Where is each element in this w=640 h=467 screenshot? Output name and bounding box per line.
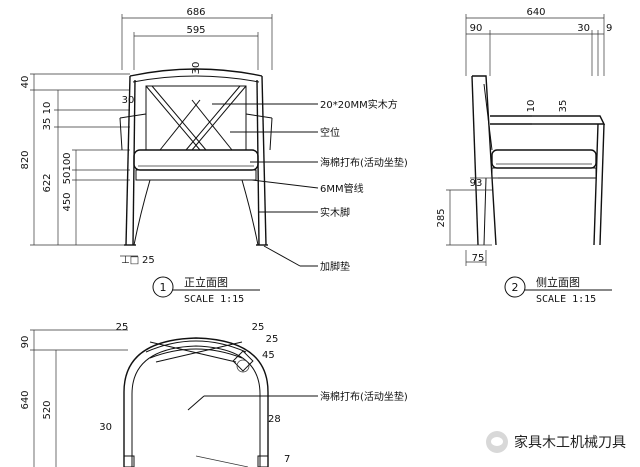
callout-gap: 空位 [320,126,340,139]
dim-30-plan: 30 [99,422,112,433]
callout-cushion: 海棉打布(活动坐垫) [320,156,408,169]
plan-callout-cushion: 海棉打布(活动坐垫) [320,390,408,403]
callout-wood: 20*20MM实木方 [320,98,398,111]
dim-25: 25 [142,255,155,266]
dim-450: 450 [62,192,73,211]
dim-285: 285 [436,208,447,227]
dim-28: 28 [268,414,281,425]
dim-640-side: 640 [526,7,545,18]
dim-25-plan-b: 25 [252,322,265,333]
view-number-circle-2 [504,276,526,298]
dim-622: 622 [42,173,53,192]
dim-90-plan: 90 [20,336,31,349]
dim-10: 10 [42,102,53,115]
dim-25-foot: ⊥□ [121,255,139,266]
dim-40: 40 [20,76,31,89]
dim-35: 35 [42,118,53,131]
view-number-2: 2 [512,281,519,294]
front-view-title: 正立面图 [184,275,228,289]
callout-leg: 实木脚 [320,206,350,219]
dim-30-front: 30 [577,23,590,34]
callout-foot: 加脚垫 [320,260,350,273]
callout-tube: 6MM管线 [320,182,364,195]
dim-75: 75 [472,253,485,264]
wechat-icon [486,431,508,453]
side-view-scale: SCALE 1:15 [536,294,596,305]
dim-7: 7 [284,454,290,465]
dim-90-side: 90 [470,23,483,34]
dim-30-top: 30 [191,62,202,75]
dim-640-plan: 640 [20,390,31,409]
dim-100: 100 [62,152,73,171]
dim-30-side: 30 [122,95,135,106]
front-view-scale: SCALE 1:15 [184,294,244,305]
dim-50: 50 [62,172,73,185]
front-elevation: 686 595 30 40 820 10 35 622 100 50 450 3… [20,7,408,305]
dim-820: 820 [20,150,31,169]
view-number-1: 1 [160,281,167,294]
dim-25-plan-a: 25 [116,322,129,333]
watermark-text: 家具木工机械刀具 [514,435,626,451]
dim-9: 9 [606,23,612,34]
dim-45: 45 [262,350,275,361]
watermark: 家具木工机械刀具 [486,431,626,453]
dim-10-arm: 10 [526,100,537,113]
side-elevation: 640 90 30 9 10 35 93 285 75 [436,7,612,305]
view-number-circle-1 [152,276,174,298]
dim-595: 595 [186,25,205,36]
plan-view: 90 640 520 25 30 25 25 45 28 7 海棉打布(活动坐垫… [20,322,408,467]
dim-25-plan-c: 25 [266,334,279,345]
dim-93: 93 [470,178,483,189]
dim-520-plan: 520 [42,400,53,419]
dim-35-arm: 35 [558,100,569,113]
side-view-title: 侧立面图 [536,275,580,289]
dim-686: 686 [186,7,205,18]
